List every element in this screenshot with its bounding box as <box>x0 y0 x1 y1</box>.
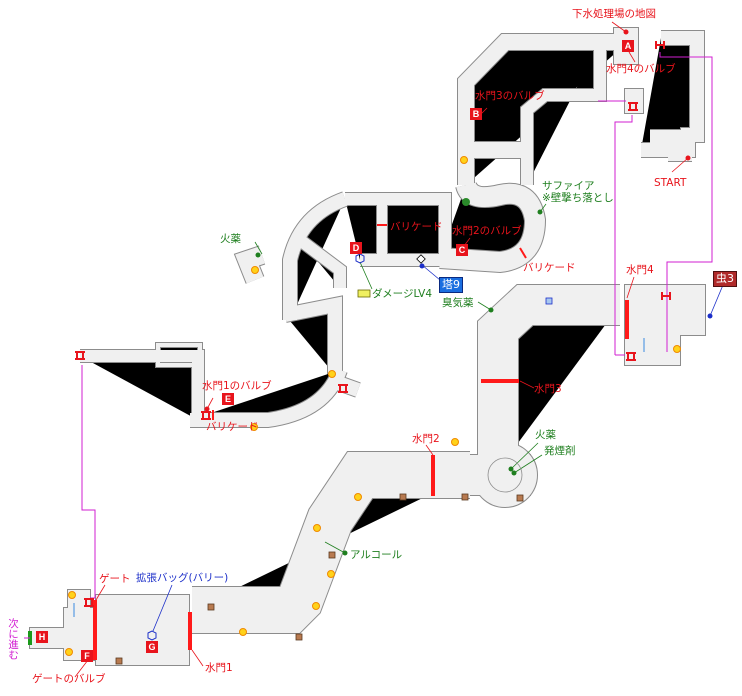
label-valve3: 水門3のバルブ <box>475 90 545 102</box>
bug-badge: 虫3 <box>713 271 737 287</box>
label-start: START <box>654 177 687 189</box>
label-bag: 拡張バッグ(バリー) <box>136 572 229 584</box>
label-smoke: 発煙剤 <box>544 445 576 457</box>
save-diamond-icon <box>416 254 426 264</box>
label-barricade-3: バリケード <box>206 421 259 433</box>
floor-segment <box>625 89 643 113</box>
label-barricade-1: バリケード <box>390 221 443 233</box>
sun-item-icons <box>65 156 681 656</box>
floor-segment <box>345 193 451 266</box>
label-gate3: 水門3 <box>534 383 562 395</box>
label-gunpowder-1: 火薬 <box>220 233 241 245</box>
floor-segment <box>296 235 346 288</box>
marker-b: B <box>470 108 482 120</box>
floor-segment <box>625 285 705 335</box>
bag-cube-icon <box>147 630 157 641</box>
marker-h: H <box>36 631 48 643</box>
chest-cube-icon <box>355 253 365 264</box>
corridor-walls <box>29 27 706 666</box>
label-map-item: 下水処理場の地図 <box>572 8 656 20</box>
label-odor: 臭気薬 <box>442 297 474 309</box>
crate-icons <box>115 493 524 665</box>
damage-upgrade-icon <box>357 289 371 298</box>
floor-segment <box>192 452 470 633</box>
floor-segment <box>283 296 342 375</box>
corridors <box>30 28 705 665</box>
label-sapphire: サファイア ※壁撃ち落とし <box>542 180 614 204</box>
label-valve2: 水門2のバルブ <box>452 225 522 237</box>
label-damage: ダメージLV4 <box>372 288 433 300</box>
marker-a: A <box>622 40 634 52</box>
floor-segment <box>458 34 628 185</box>
label-gate4: 水門4 <box>626 264 654 276</box>
floor-segment <box>521 42 606 185</box>
valve-marker-icons <box>75 41 671 607</box>
tower-badge: 塔9 <box>439 277 463 293</box>
elevator-arrow-icons <box>73 338 645 617</box>
floor-segment <box>96 595 189 665</box>
label-barricade-2: バリケード <box>523 262 576 274</box>
leader-lines <box>74 21 724 678</box>
label-alcohol: アルコール <box>350 549 403 561</box>
marker-f: F <box>81 650 93 662</box>
gates <box>93 224 629 660</box>
marker-c: C <box>456 244 468 256</box>
blue-box-icon <box>545 297 553 305</box>
label-next[interactable]: 次に進む <box>7 618 19 660</box>
floor-segment <box>470 455 530 495</box>
label-gate-valve: ゲートのバルブ <box>32 673 106 685</box>
floor-segment <box>156 343 202 367</box>
marker-d: D <box>350 242 362 254</box>
marker-e: E <box>222 393 234 405</box>
marker-g: G <box>146 641 158 653</box>
floor-segment <box>478 285 620 470</box>
label-valve4: 水門4のバルブ <box>606 63 676 75</box>
label-gunpowder-2: 火薬 <box>535 429 556 441</box>
label-gate1: 水門1 <box>205 662 233 674</box>
label-valve1: 水門1のバルブ <box>202 380 272 392</box>
floor-segment <box>283 192 348 320</box>
label-gate2: 水門2 <box>412 433 440 445</box>
route-lines <box>24 52 713 639</box>
floor-segment <box>439 181 546 273</box>
label-gate: ゲート <box>99 573 131 585</box>
item-dots <box>204 29 713 556</box>
